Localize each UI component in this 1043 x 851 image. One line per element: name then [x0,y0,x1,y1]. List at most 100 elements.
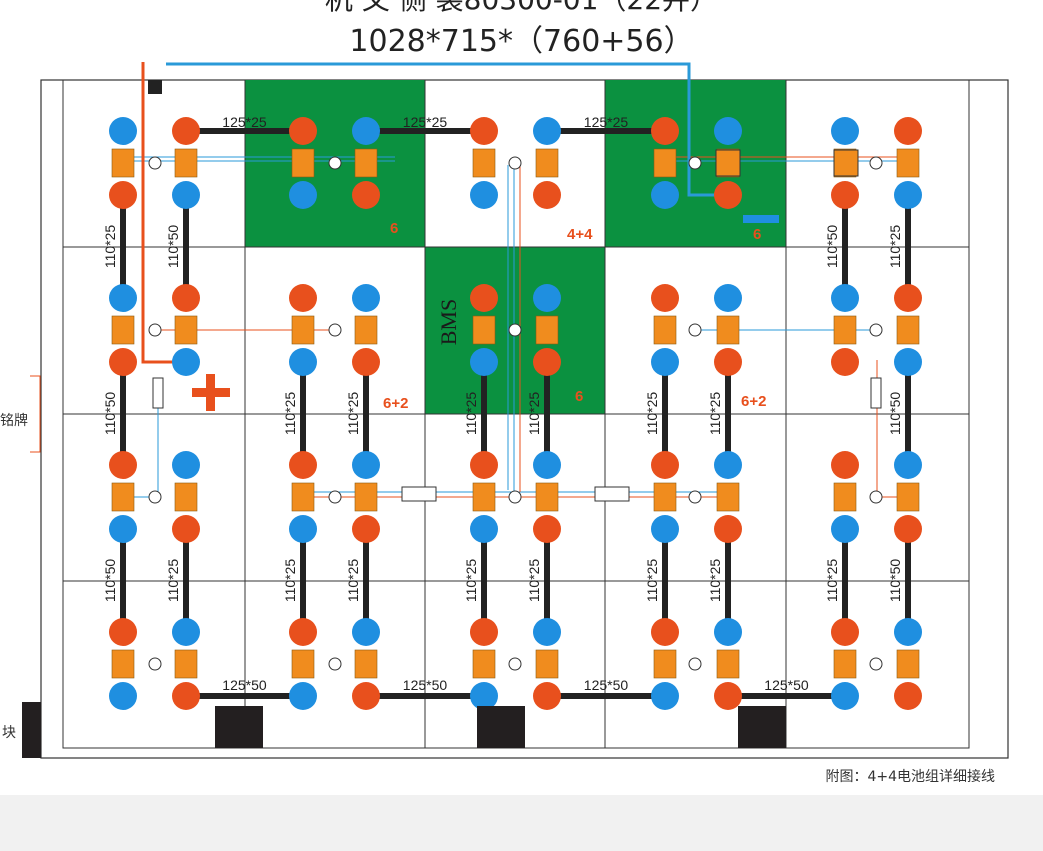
positive-terminal [831,618,859,646]
positive-terminal [289,117,317,145]
negative-terminal [533,618,561,646]
balance-node [869,490,883,504]
cell-fuse-block [896,649,920,679]
negative-terminal [172,618,200,646]
balance-node [688,490,702,504]
plus-sign-v [206,374,215,411]
negative-terminal [172,451,200,479]
busbar-label: 110*25 [707,559,723,603]
negative-terminal [172,181,200,209]
negative-terminal [172,348,200,376]
busbar-label: 125*50 [584,677,629,693]
cell-fuse-block [535,315,559,345]
positive-terminal [651,284,679,312]
positive-terminal [470,284,498,312]
negative-terminal [289,348,317,376]
negative-terminal [714,117,742,145]
negative-terminal [533,451,561,479]
zone-label-z2: 4+4 [567,226,593,243]
busbar-label: 110*25 [282,392,298,436]
positive-terminal [109,181,137,209]
cell-fuse-block [716,649,740,679]
busbar-label: 110*25 [707,392,723,436]
positive-terminal [894,117,922,145]
cell-fuse-block [472,315,496,345]
positive-terminal [831,451,859,479]
balance-node [508,490,522,504]
cell-fuse-block [833,315,857,345]
negative-terminal [470,682,498,710]
positive-terminal [172,117,200,145]
positive-terminal [172,284,200,312]
bottom-band [0,795,1043,851]
cell-fuse-block [291,315,315,345]
connector-block [833,149,859,177]
cell-fuse-block [833,649,857,679]
cell-fuse-block [111,148,135,178]
inline-fuse [594,486,630,502]
busbar-label: 110*25 [644,559,660,603]
negative-terminal [831,682,859,710]
positive-terminal [831,181,859,209]
busbar-label: 110*25 [102,225,118,269]
zone-label-z4: 6+2 [383,395,408,412]
zone-label-z5: 6 [575,388,583,405]
positive-terminal [352,682,380,710]
cell-fuse-block [535,482,559,512]
positive-terminal [894,284,922,312]
balance-node [869,657,883,671]
busbar-label: 125*50 [764,677,809,693]
busbar-label: 110*25 [282,559,298,603]
positive-terminal [289,451,317,479]
negative-terminal [714,284,742,312]
positive-terminal [714,348,742,376]
balance-node [328,490,342,504]
positive-terminal [470,451,498,479]
mount-block [215,706,263,748]
negative-terminal [894,181,922,209]
cell-fuse-block [354,148,378,178]
balance-node [328,156,342,170]
cell-fuse-block [716,315,740,345]
blue-tab [743,215,779,223]
positive-terminal [831,348,859,376]
cell-fuse-block [354,315,378,345]
positive-terminal [172,682,200,710]
cell-fuse-block [653,482,677,512]
bms-label: BMS [436,299,461,345]
cell-fuse-block [535,649,559,679]
positive-terminal [894,682,922,710]
positive-terminal [714,682,742,710]
negative-terminal [894,618,922,646]
main-negative-lead [166,62,727,197]
cell-fuse-block [354,482,378,512]
title-line-1: 机 文 侧 装80300-01（22并） [0,0,1043,18]
negative-terminal [894,348,922,376]
zone-label-z6: 6+2 [741,393,766,410]
busbar-label: 125*25 [403,114,448,130]
negative-terminal [109,284,137,312]
positive-terminal [352,348,380,376]
cell-fuse-block [833,482,857,512]
negative-terminal [651,682,679,710]
balance-node [869,156,883,170]
positive-terminal [651,117,679,145]
busbar-label: 110*25 [463,392,479,436]
inline-fuse [401,486,437,502]
balance-node [328,323,342,337]
busbar-label: 125*25 [584,114,629,130]
positive-terminal [470,618,498,646]
cell-fuse-block [291,649,315,679]
balance-node [688,657,702,671]
busbar-label: 110*50 [887,559,903,603]
busbar-label: 110*25 [824,559,840,603]
caption: 附图：4+4电池组详细接线 [825,769,995,785]
mount-block [738,706,786,748]
cell-fuse-block [896,315,920,345]
positive-terminal [714,181,742,209]
negative-terminal [831,284,859,312]
negative-terminal [831,515,859,543]
cell-fuse-block [472,148,496,178]
negative-terminal [289,181,317,209]
